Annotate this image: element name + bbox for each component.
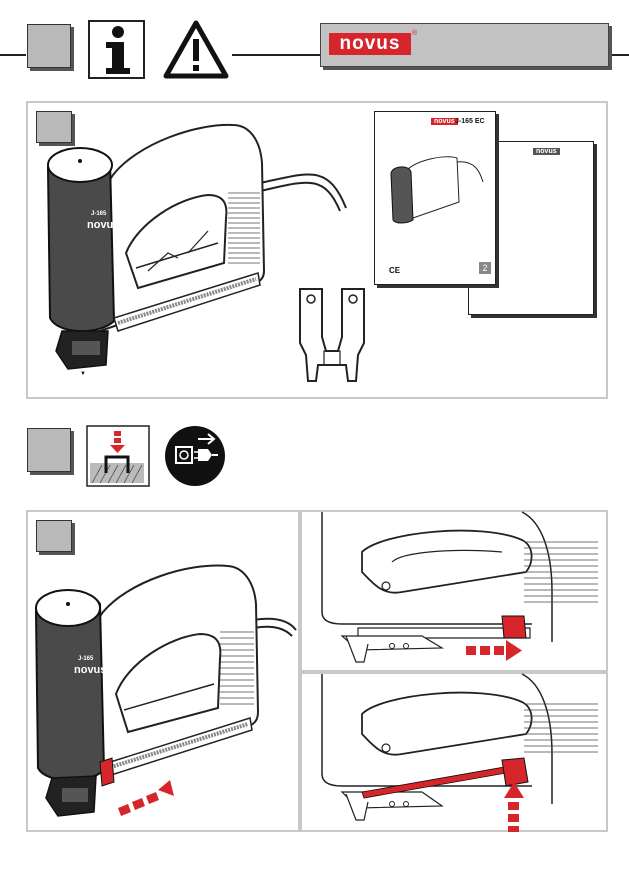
manual-booklet-front: novus J-165 EC CE 2 bbox=[374, 111, 496, 285]
stapler-open-brand-label: novus bbox=[74, 664, 106, 676]
header-rule-mid bbox=[232, 54, 322, 56]
step2-box bbox=[27, 428, 71, 472]
panel-magazine-detail-top bbox=[300, 510, 608, 672]
step-box-icon bbox=[27, 24, 71, 68]
booklet-brand: novus bbox=[431, 118, 458, 125]
staple-insert-icon bbox=[86, 425, 150, 487]
booklet-cert-marks: CE bbox=[389, 266, 400, 275]
header-rule-right bbox=[608, 54, 629, 56]
booklet-page-number: 2 bbox=[479, 262, 491, 274]
brand-bar: novus ® bbox=[320, 23, 609, 67]
panel-magazine-detail-bottom bbox=[300, 672, 608, 832]
booklet-stapler-thumbnail bbox=[385, 152, 485, 232]
magazine-insert-illustration bbox=[302, 674, 610, 834]
warning-icon bbox=[163, 20, 229, 80]
stapler-model-label: J-165 bbox=[91, 211, 106, 217]
unplug-icon bbox=[164, 425, 226, 487]
stapler-open-illustration bbox=[28, 512, 302, 834]
brand-logo: novus bbox=[329, 33, 411, 55]
header-rule-left bbox=[0, 54, 26, 56]
info-icon bbox=[88, 20, 146, 80]
booklet-back-brand: novus bbox=[533, 148, 560, 155]
staple-guide-illustration bbox=[296, 285, 368, 385]
brand-registered-mark: ® bbox=[412, 30, 417, 37]
stapler-brand-label: novus bbox=[87, 219, 119, 231]
panel-open-magazine: J-165 novus bbox=[26, 510, 300, 832]
stapler-open-model-label: J-165 bbox=[78, 656, 93, 662]
magazine-pull-illustration bbox=[302, 512, 610, 674]
panel-contents: ▼ J-165 novus novus novus J-165 EC CE 2 bbox=[26, 101, 608, 399]
svg-text:▼: ▼ bbox=[80, 371, 86, 377]
booklet-model: J-165 EC bbox=[455, 118, 485, 125]
